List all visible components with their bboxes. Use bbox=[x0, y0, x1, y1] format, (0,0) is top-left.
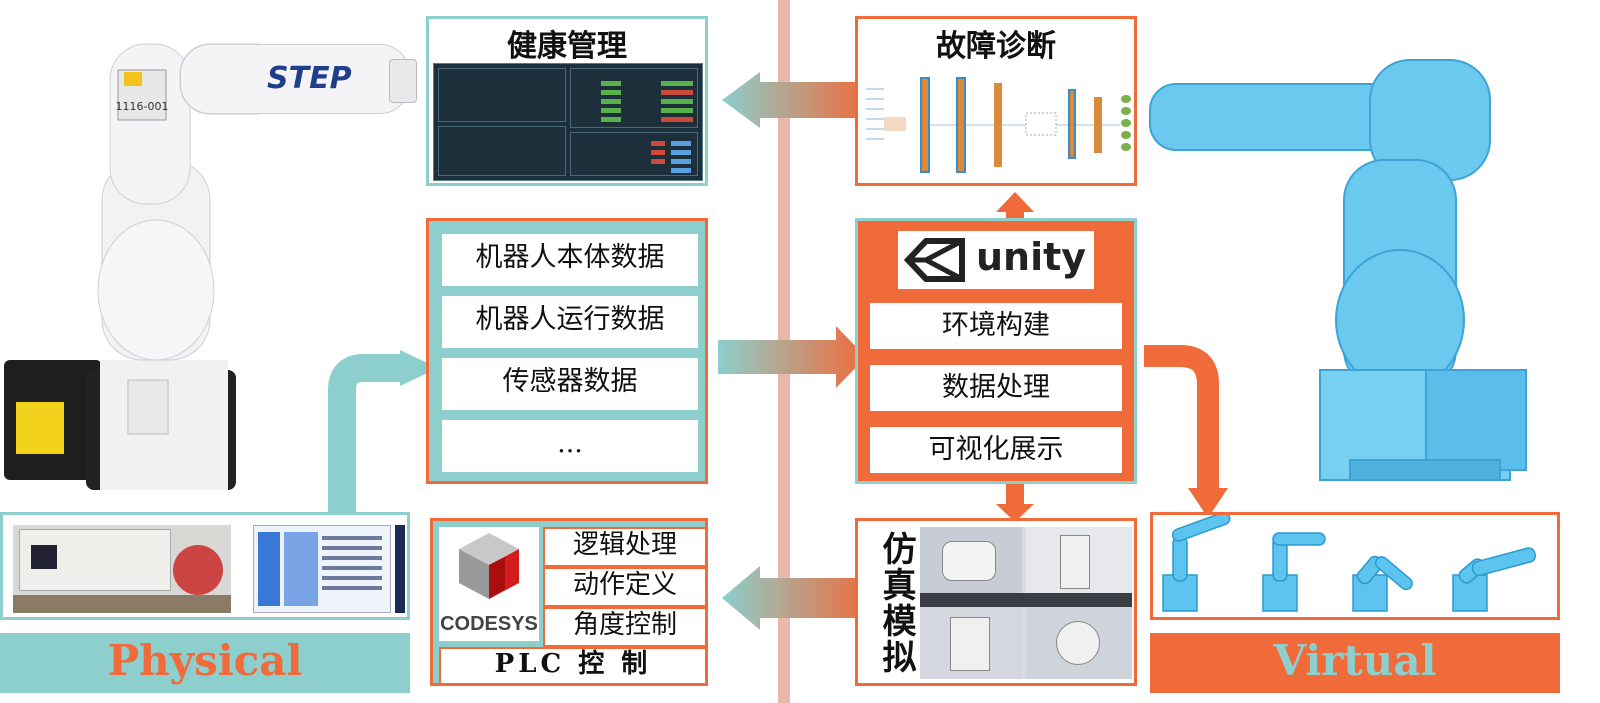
robot-forearm: STEP bbox=[180, 44, 417, 114]
unity-panel: unity 环境构建 数据处理 可视化展示 bbox=[855, 218, 1137, 484]
virtual-robot-image bbox=[1140, 40, 1570, 500]
simulation-title: 仿真模拟 bbox=[876, 531, 916, 675]
arrow-unity-to-sim bbox=[996, 504, 1034, 522]
svg-text:1116-001: 1116-001 bbox=[116, 100, 169, 113]
health-panel: 健康管理 bbox=[426, 16, 708, 186]
fault-title: 故障诊断 bbox=[936, 29, 1056, 64]
step-logo: STEP bbox=[267, 61, 352, 96]
fault-panel: 故障诊断 bbox=[855, 16, 1137, 186]
arrow-sim-to-plc bbox=[722, 566, 872, 630]
data-list-panel: 机器人本体数据 机器人运行数据 传感器数据 ... bbox=[426, 218, 708, 484]
fault-network-diagram bbox=[864, 69, 1132, 181]
teach-pendant-photo bbox=[253, 525, 391, 613]
plc-item-logic: 逻辑处理 bbox=[543, 527, 707, 567]
unity-cube-icon bbox=[904, 238, 965, 282]
plc-control-label: PLC 控 制 bbox=[439, 647, 707, 685]
simulation-panel: 仿真模拟 bbox=[855, 518, 1137, 686]
physical-photos-panel bbox=[0, 512, 410, 620]
virtual-poses-panel bbox=[1150, 511, 1560, 620]
arrow-data-to-unity bbox=[718, 326, 866, 388]
plc-item-angle: 角度控制 bbox=[543, 607, 707, 647]
data-item-body: 机器人本体数据 bbox=[439, 231, 701, 289]
data-item-runtime: 机器人运行数据 bbox=[439, 293, 701, 351]
health-title: 健康管理 bbox=[507, 29, 627, 64]
unity-logo: unity bbox=[898, 231, 1094, 289]
simulation-viewport bbox=[920, 527, 1132, 679]
data-item-sensor: 传感器数据 bbox=[439, 355, 701, 413]
arrow-physical-to-data bbox=[328, 354, 402, 520]
unity-item-data: 数据处理 bbox=[870, 365, 1122, 411]
plc-panel: CODESYS 逻辑处理 动作定义 角度控制 PLC 控 制 bbox=[430, 518, 708, 686]
controller-photo bbox=[13, 525, 231, 613]
unity-item-env: 环境构建 bbox=[870, 303, 1122, 349]
arrow-unity-to-fault bbox=[996, 192, 1034, 212]
unity-item-vis: 可视化展示 bbox=[870, 427, 1122, 473]
arrow-fault-to-health bbox=[722, 72, 870, 128]
data-item-more: ... bbox=[439, 417, 701, 475]
plc-item-action: 动作定义 bbox=[543, 567, 707, 607]
health-dashboard bbox=[433, 63, 703, 181]
virtual-label: Virtual bbox=[1150, 633, 1560, 693]
arrow-unity-to-virtual bbox=[1144, 345, 1219, 490]
codesys-logo: CODESYS bbox=[439, 527, 539, 641]
physical-label: Physical bbox=[0, 633, 410, 693]
